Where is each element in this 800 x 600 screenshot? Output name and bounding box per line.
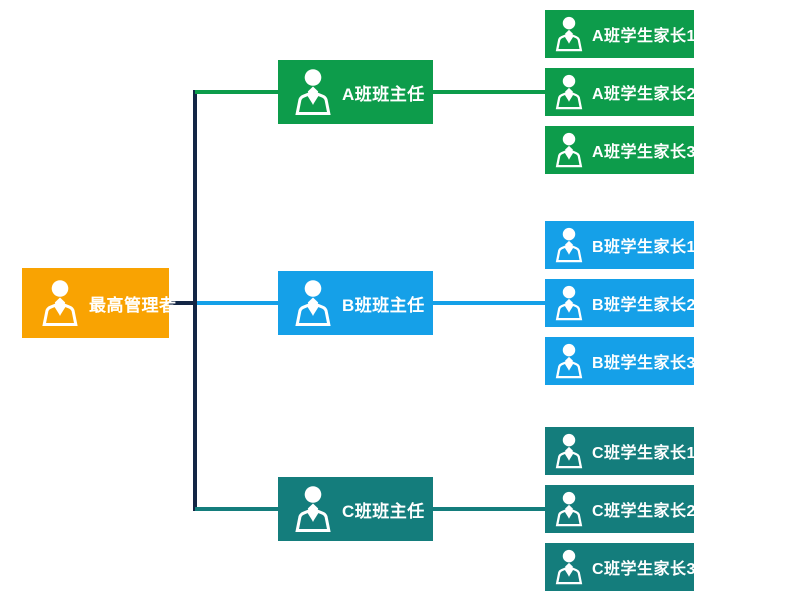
person-icon [554, 16, 584, 52]
node-class-a-teacher: A班班主任 [278, 60, 433, 124]
branch-a-right-line [433, 90, 545, 94]
node-label: A班学生家长1 [592, 28, 696, 45]
person-icon [554, 549, 584, 585]
node-class-c-parent-1: C班学生家长1 [545, 427, 696, 475]
person-icon [554, 285, 584, 321]
person-icon [554, 491, 584, 527]
node-label: B班班主任 [342, 295, 425, 315]
person-icon [554, 132, 584, 168]
trunk-line [193, 90, 197, 511]
person-icon [293, 485, 333, 533]
node-label: A班学生家长2 [592, 86, 696, 103]
node-class-a-parent-3: A班学生家长3 [545, 126, 696, 174]
node-label: C班班主任 [342, 501, 425, 521]
branch-b-left-line [197, 301, 278, 305]
person-icon [554, 433, 584, 469]
node-label: 最高管理者 [89, 295, 177, 315]
node-label: C班学生家长1 [592, 445, 696, 462]
node-class-b-teacher: B班班主任 [278, 271, 433, 335]
branch-c-left-line [195, 507, 278, 511]
node-label: A班班主任 [342, 84, 425, 104]
node-class-c-teacher: C班班主任 [278, 477, 433, 541]
node-class-c-parent-2: C班学生家长2 [545, 485, 696, 533]
branch-b-right-line [433, 301, 545, 305]
person-icon [554, 343, 584, 379]
person-icon [40, 279, 80, 327]
node-class-b-parent-1: B班学生家长1 [545, 221, 696, 269]
person-icon [554, 74, 584, 110]
branch-c-right-line [433, 507, 545, 511]
node-class-b-parent-3: B班学生家长3 [545, 337, 696, 385]
node-label: A班学生家长3 [592, 144, 696, 161]
person-icon [554, 227, 584, 263]
node-label: B班学生家长1 [592, 239, 696, 256]
root-connector-line [169, 301, 193, 305]
node-root-admin: 最高管理者 [22, 268, 176, 338]
node-label: B班学生家长3 [592, 355, 696, 372]
person-icon [293, 279, 333, 327]
node-class-a-parent-2: A班学生家长2 [545, 68, 696, 116]
person-icon [293, 68, 333, 116]
node-class-c-parent-3: C班学生家长3 [545, 543, 696, 591]
node-label: C班学生家长2 [592, 503, 696, 520]
node-label: C班学生家长3 [592, 561, 696, 578]
branch-a-left-line [195, 90, 278, 94]
node-class-a-parent-1: A班学生家长1 [545, 10, 696, 58]
node-class-b-parent-2: B班学生家长2 [545, 279, 696, 327]
node-label: B班学生家长2 [592, 297, 696, 314]
